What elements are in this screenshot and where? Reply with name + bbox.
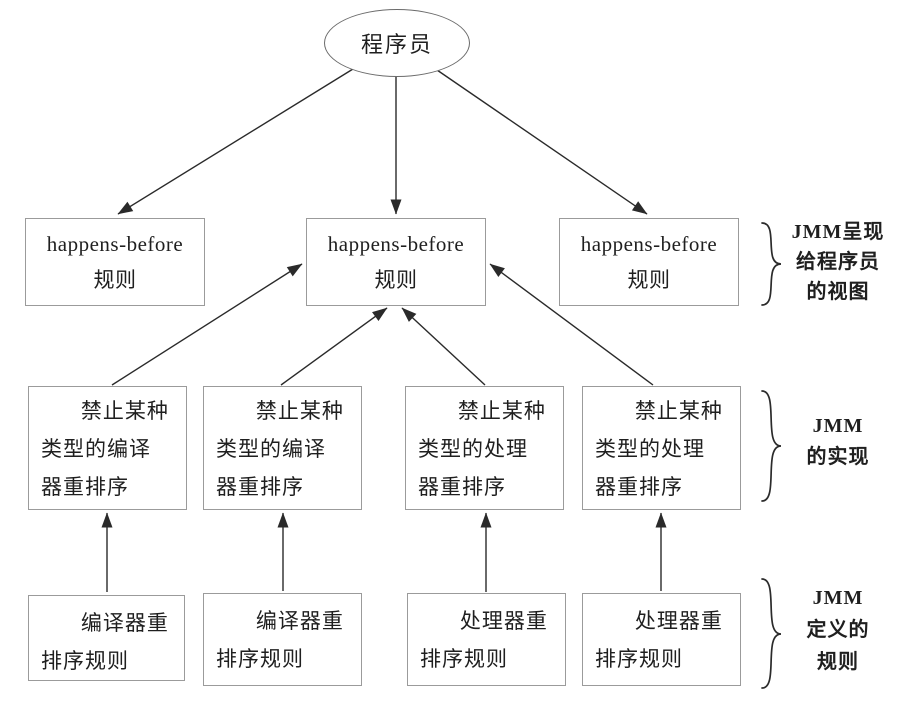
node-label-line: 器重排序: [41, 475, 129, 499]
node-label-line: 器重排序: [216, 475, 304, 499]
node-label-line: 类型的处理: [418, 437, 528, 461]
node-label-line: 类型的处理: [595, 437, 705, 461]
node-label-line: 器重排序: [595, 475, 683, 499]
annotation-line: 的实现: [806, 446, 870, 468]
annotation-line: 的视图: [806, 281, 870, 303]
node-impl-processor-2: 禁止某种 类型的处理 器重排序: [582, 386, 741, 510]
node-happens-before-3: happens-before 规则: [559, 218, 739, 306]
annotation-line: 定义的: [806, 619, 870, 641]
node-label-line: 禁止某种: [255, 399, 344, 423]
node-label-line: 排序规则: [420, 647, 508, 671]
node-impl-compiler-1: 禁止某种 类型的编译 器重排序: [28, 386, 187, 510]
node-happens-before-2: happens-before 规则: [306, 218, 486, 306]
node-label-line: 处理器重: [459, 609, 548, 633]
node-rule-compiler-2: 编译器重 排序规则: [203, 593, 362, 686]
node-programmer-label: 程序员: [360, 32, 433, 57]
annotation-jmm-implementation: JMM 的实现: [775, 411, 901, 473]
node-rule-processor-2: 处理器重 排序规则: [582, 593, 741, 686]
brace-impl-row: [761, 390, 782, 502]
node-impl-compiler-2: 禁止某种 类型的编译 器重排序: [203, 386, 362, 510]
arrow-root-to-view3: [436, 69, 648, 215]
node-impl-processor-1: 禁止某种 类型的处理 器重排序: [405, 386, 564, 510]
node-label-line: 禁止某种: [457, 399, 546, 423]
arrow-impl2-to-view2: [280, 307, 388, 386]
node-rule-compiler-1: 编译器重 排序规则: [28, 595, 185, 681]
node-label-line: 排序规则: [595, 647, 683, 671]
node-label-line: 禁止某种: [80, 399, 169, 423]
node-label-line: happens-before: [46, 232, 184, 256]
annotation-line: JMM: [812, 415, 864, 437]
annotation-line: 规则: [817, 651, 859, 673]
node-label-line: 排序规则: [41, 649, 129, 673]
node-label-line: 编译器重: [255, 609, 344, 633]
node-label-line: 排序规则: [216, 647, 304, 671]
annotation-line: JMM: [812, 587, 864, 609]
brace-rules-row: [761, 578, 782, 689]
annotation-jmm-view: JMM呈现 给程序员 的视图: [775, 217, 901, 307]
node-label-line: 规则: [374, 268, 418, 292]
node-programmer: 程序员: [324, 9, 470, 77]
node-label-line: 禁止某种: [634, 399, 723, 423]
arrow-impl3-to-view2: [401, 307, 486, 386]
brace-view-row: [761, 222, 782, 306]
node-label-line: 规则: [93, 268, 137, 292]
annotation-line: JMM呈现: [791, 221, 885, 243]
annotation-jmm-rules: JMM 定义的 规则: [775, 582, 901, 678]
annotation-line: 给程序员: [796, 251, 880, 273]
node-label-line: 编译器重: [80, 611, 169, 635]
node-label-line: 类型的编译: [41, 437, 151, 461]
node-rule-processor-1: 处理器重 排序规则: [407, 593, 566, 686]
arrow-impl1-to-view2: [111, 263, 303, 386]
node-label-line: 器重排序: [418, 475, 506, 499]
arrow-impl4-to-view2: [489, 263, 654, 386]
node-label-line: 规则: [627, 268, 671, 292]
node-label-line: happens-before: [580, 232, 718, 256]
arrow-root-to-view1: [117, 68, 354, 215]
node-happens-before-1: happens-before 规则: [25, 218, 205, 306]
node-label-line: happens-before: [327, 232, 465, 256]
node-label-line: 类型的编译: [216, 437, 326, 461]
node-label-line: 处理器重: [634, 609, 723, 633]
